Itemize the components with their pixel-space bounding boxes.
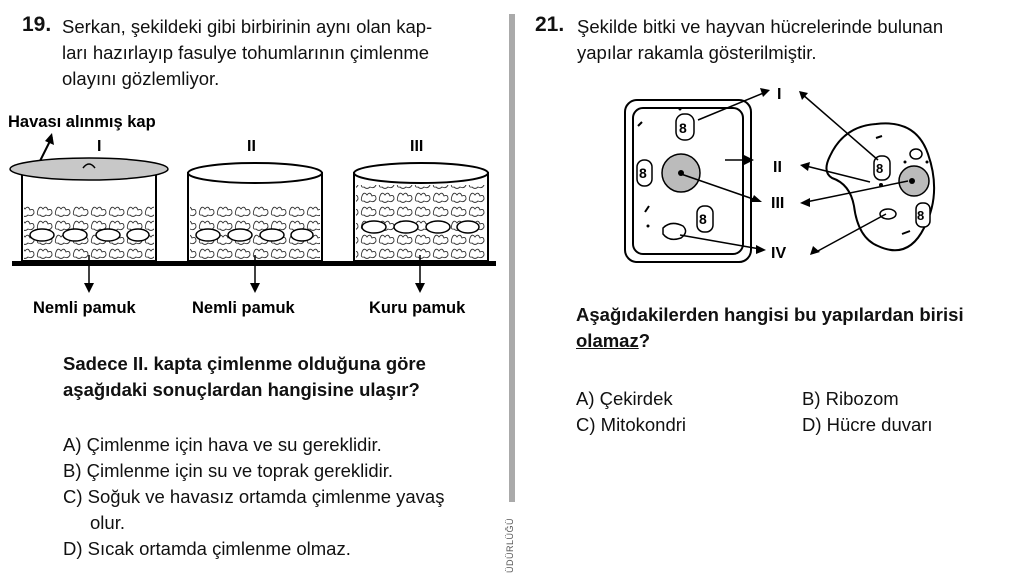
question-21-stem-line-1: Aşağıdakilerden hangisi bu yapılardan bi…: [576, 304, 964, 325]
option-19-a[interactable]: A) Çimlenme için hava ve su gereklidir.: [63, 434, 382, 455]
svg-text:8: 8: [699, 211, 707, 227]
side-footer-text: ÜDÜRLÜĞÜ: [505, 517, 515, 573]
question-19-line-1: Serkan, şekildeki gibi birbirinin aynı o…: [62, 16, 433, 37]
container-2: [187, 162, 323, 262]
cell-label-1: I: [777, 86, 781, 103]
lid-label: Havası alınmış kap: [8, 113, 156, 131]
bottom-label-2: Nemli pamuk: [192, 299, 296, 317]
question-19-line-3: olayını gözlemliyor.: [62, 68, 220, 89]
cell-label-4: IV: [771, 245, 786, 262]
option-21-d[interactable]: D) Hücre duvarı: [802, 414, 933, 435]
container-3: [353, 162, 489, 262]
question-21-line-1: Şekilde bitki ve hayvan hücrelerinde bul…: [577, 16, 944, 37]
container-label-1: I: [97, 138, 101, 155]
table-surface: [12, 261, 496, 266]
question-19-number: 19.: [22, 13, 52, 36]
svg-text:8: 8: [679, 120, 687, 136]
question-19-stem-line-2: aşağıdaki sonuçlardan hangisine ulaşır?: [63, 379, 420, 400]
option-21-a[interactable]: A) Çekirdek: [576, 388, 673, 409]
bottom-label-1: Nemli pamuk: [33, 299, 137, 317]
question-19-stem: Sadece II. kapta çimlenme olduğuna göre …: [63, 351, 426, 403]
svg-text:8: 8: [876, 161, 883, 176]
question-21-stem-line-2: olamaz?: [576, 328, 964, 354]
container-label-2: II: [247, 138, 256, 155]
column-divider: [509, 14, 515, 502]
question-19-text: Serkan, şekildeki gibi birbirinin aynı o…: [62, 14, 432, 92]
svg-text:8: 8: [639, 165, 647, 181]
option-19-c-continued: olur.: [90, 512, 125, 533]
question-21-line-2: yapılar rakamla gösterilmiştir.: [577, 42, 817, 63]
cell-label-2: II: [773, 159, 782, 176]
question-19-options: A) Çimlenme için hava ve su gereklidir. …: [63, 432, 444, 562]
cell-label-3: III: [771, 195, 784, 212]
stem-question-mark: ?: [638, 330, 651, 351]
option-19-c[interactable]: C) Soğuk ve havasız ortamda çimlenme yav…: [63, 486, 445, 507]
question-21-number: 21.: [535, 13, 565, 36]
option-21-c[interactable]: C) Mitokondri: [576, 414, 686, 435]
option-19-d[interactable]: D) Sıcak ortamda çimlenme olmaz.: [63, 538, 351, 559]
svg-text:8: 8: [917, 208, 924, 223]
plant-cell: 8 8 8: [624, 99, 752, 263]
question-19-line-2: ları hazırlayıp fasulye tohumlarının çim…: [62, 42, 430, 63]
container-1: [9, 157, 169, 262]
question-21-text: Şekilde bitki ve hayvan hücrelerinde bul…: [577, 14, 943, 66]
cells-figure: 8 8 8 8 8: [624, 86, 936, 263]
question-21-stem: Aşağıdakilerden hangisi bu yapılardan bi…: [576, 302, 964, 354]
question-19-stem-line-1: Sadece II. kapta çimlenme olduğuna göre: [63, 353, 426, 374]
bottom-label-3: Kuru pamuk: [369, 299, 466, 317]
option-19-b[interactable]: B) Çimlenme için su ve toprak gereklidir…: [63, 460, 394, 481]
stem-underlined-word: olamaz: [576, 330, 639, 351]
container-label-3: III: [410, 138, 423, 155]
germination-figure: Havası alınmış kap I II III: [8, 113, 496, 317]
option-21-b[interactable]: B) Ribozom: [802, 388, 899, 409]
